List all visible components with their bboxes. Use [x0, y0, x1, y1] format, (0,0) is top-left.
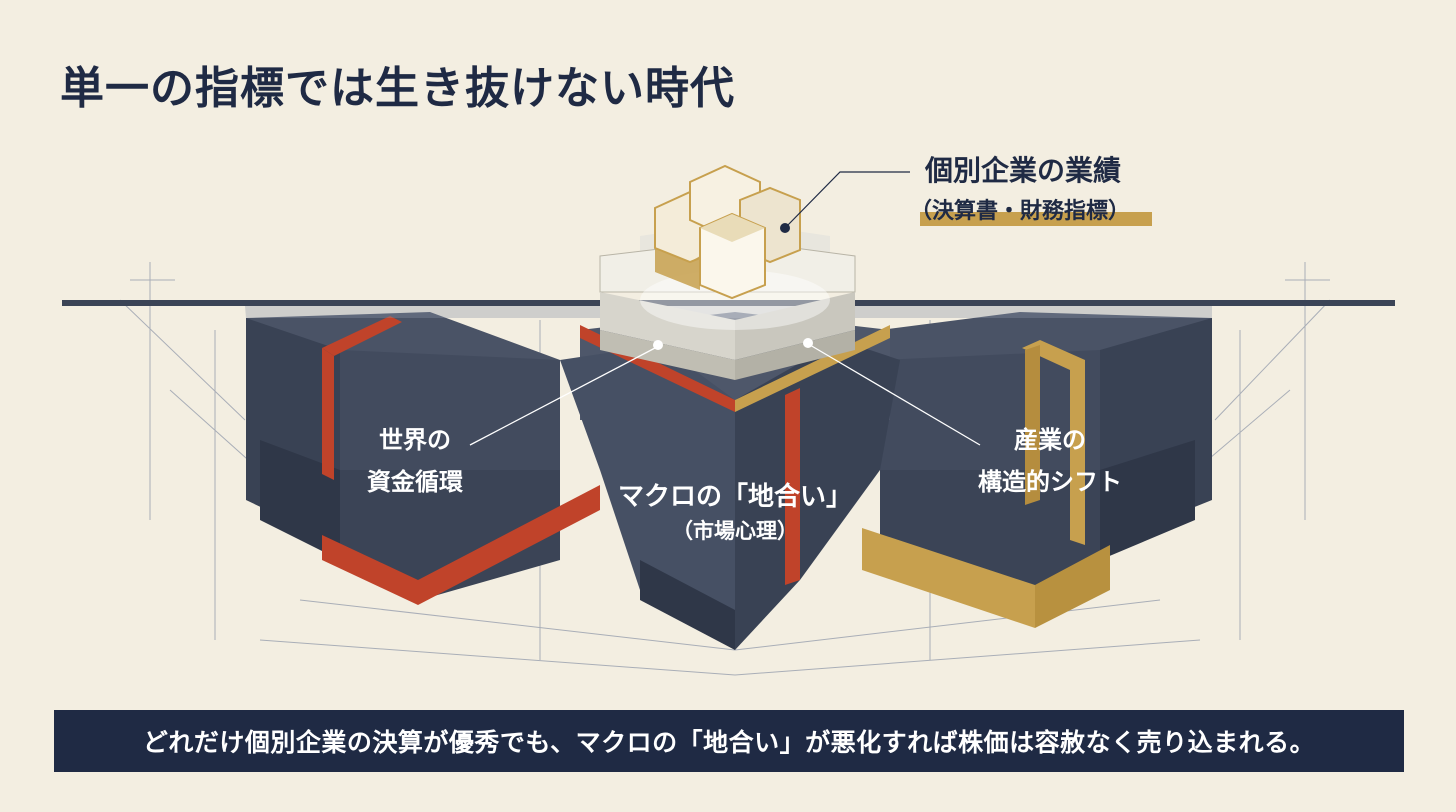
company-label-underline: [920, 212, 1152, 226]
right-block: [862, 312, 1212, 628]
company-cubes: [654, 164, 801, 300]
page-title: 単一の指標では生き抜けない時代: [60, 63, 735, 114]
center-block: [560, 312, 900, 650]
leader-line-industry: [809, 344, 981, 446]
label-industry-line2: 構造的シフト: [978, 468, 1122, 496]
label-capital-line2: 資金循環: [367, 468, 464, 496]
leader-lines: [784, 171, 910, 229]
anchor-dot-company: [780, 223, 790, 233]
label-industry-line1: 産業の: [1014, 426, 1086, 454]
label-company: 個別企業の業績: [924, 154, 1121, 187]
label-capital-line1: 世界の: [379, 426, 451, 454]
ground-plane: [62, 300, 1395, 318]
caption-banner: どれだけ個別企業の決算が優秀でも、マクロの「地合い」が悪化すれば株価は容赦なく売…: [54, 710, 1404, 772]
left-block: [246, 312, 600, 605]
anchor-dot-capital: [653, 340, 663, 350]
anchor-dot-industry: [803, 338, 813, 348]
label-macro-sub: （市場心理）: [672, 519, 798, 543]
leader-line-capital: [469, 347, 656, 446]
label-company-sub: （決算書・財務指標）: [910, 198, 1130, 224]
label-macro: マクロの「地合い」: [618, 481, 852, 512]
